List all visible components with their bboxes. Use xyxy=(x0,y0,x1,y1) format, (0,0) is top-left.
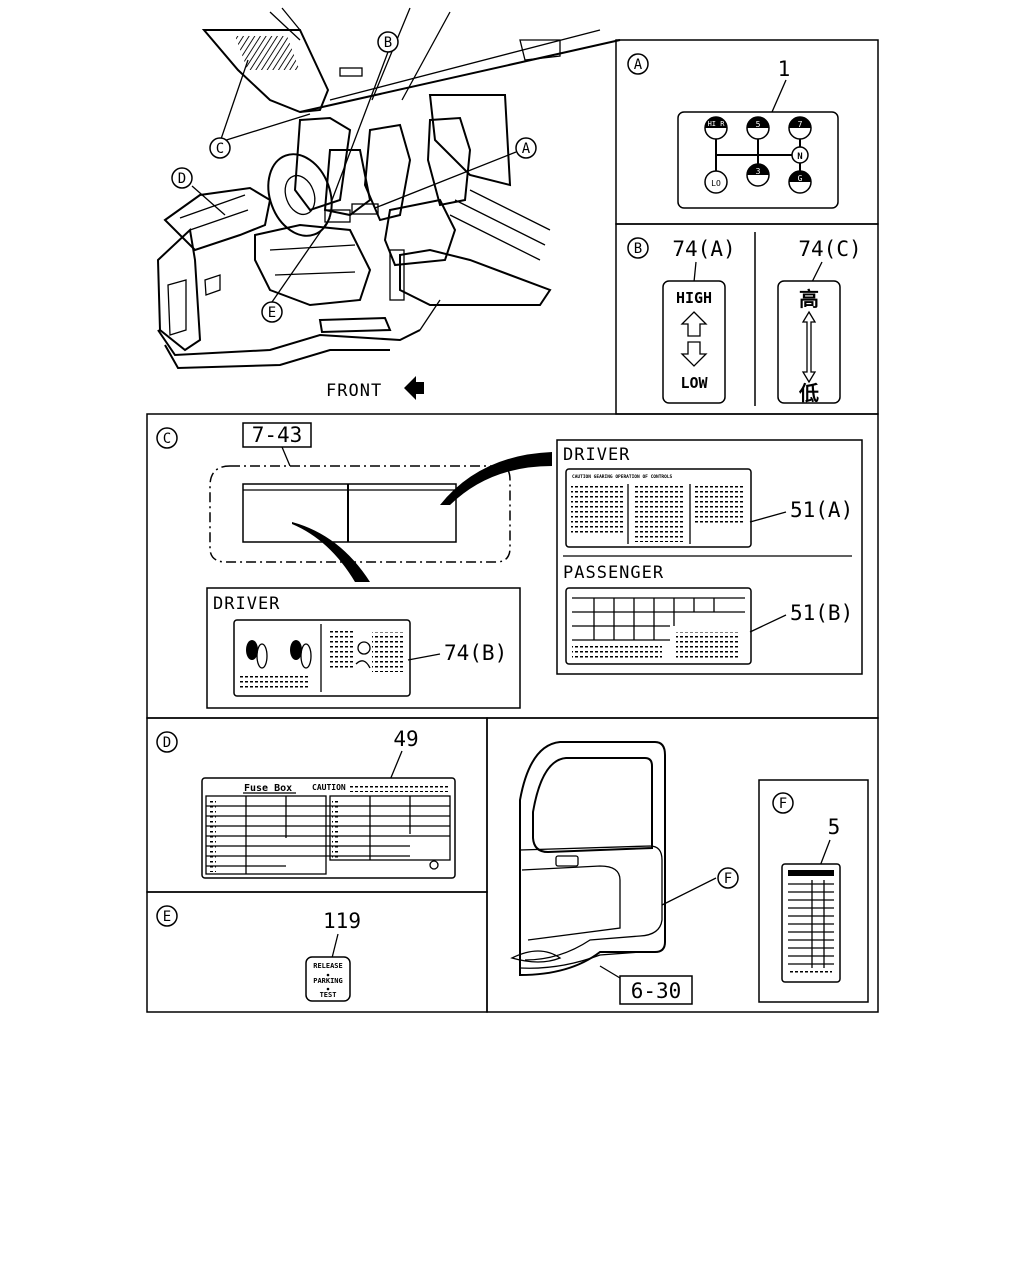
part-number-74c: 74(C) xyxy=(798,237,861,261)
part-number-51a: 51(A) xyxy=(790,498,853,522)
svg-text:A: A xyxy=(634,57,643,73)
panel-c: C 7-43 DRIVER CAUTION GEARING OPERATION … xyxy=(146,413,879,719)
svg-text:低: 低 xyxy=(798,381,819,405)
sun-visor xyxy=(242,483,457,543)
part-number-51b: 51(B) xyxy=(790,601,853,625)
callout-b-overview: B xyxy=(377,31,399,53)
svg-text:C: C xyxy=(163,431,171,447)
ref-6-30: 6-30 xyxy=(631,979,682,1003)
svg-text:A: A xyxy=(522,141,531,157)
fuse-box-label xyxy=(201,777,456,879)
panel-door: F 6-30 xyxy=(486,717,879,1013)
svg-text:LO: LO xyxy=(711,179,721,188)
part-number-119: 119 xyxy=(323,909,361,933)
svg-text:PARKING: PARKING xyxy=(313,977,343,985)
seatbelt-figure-icons xyxy=(246,640,312,669)
svg-text:B: B xyxy=(384,35,392,51)
cab-interior-illustration xyxy=(156,7,621,370)
svg-text:N: N xyxy=(797,152,802,162)
svg-text:HI R: HI R xyxy=(708,120,726,128)
part-number-49: 49 xyxy=(393,727,418,751)
svg-text:CAUTION: CAUTION xyxy=(312,783,346,792)
svg-text:LOW: LOW xyxy=(680,374,708,392)
svg-text:高: 高 xyxy=(799,287,819,311)
svg-text:E: E xyxy=(268,305,276,321)
svg-text:F: F xyxy=(724,871,732,887)
callout-d-overview: D xyxy=(171,167,193,189)
panel-a: A 1 HI R LO 5 3 7 N G xyxy=(615,39,879,225)
svg-text:5: 5 xyxy=(756,120,761,129)
callout-a-overview: A xyxy=(515,137,537,159)
svg-text:PASSENGER: PASSENGER xyxy=(563,563,664,583)
svg-text:RELEASE: RELEASE xyxy=(313,962,343,970)
panel-f: F 5 xyxy=(758,779,869,1003)
door-label-5 xyxy=(781,863,841,983)
part-number-5: 5 xyxy=(828,815,841,839)
part-number-74b: 74(B) xyxy=(444,641,507,665)
svg-text:TEST: TEST xyxy=(320,991,337,999)
svg-text:Fuse Box: Fuse Box xyxy=(244,783,292,794)
ref-7-43: 7-43 xyxy=(252,423,303,447)
callout-e-overview: E xyxy=(261,301,283,323)
callout-c-overview: C xyxy=(209,137,231,159)
panel-e: E 119 RELEASE PARKING TEST xyxy=(146,891,488,1013)
svg-text:D: D xyxy=(178,171,186,187)
svg-text:DRIVER: DRIVER xyxy=(213,594,280,614)
part-number-74a: 74(A) xyxy=(672,237,735,261)
svg-text:7: 7 xyxy=(798,120,803,129)
part-number-1: 1 xyxy=(778,57,791,81)
panel-d: D 49 Fuse Box CAUTION xyxy=(146,717,488,893)
svg-text:CAUTION GEARING OPERATION OF C: CAUTION GEARING OPERATION OF CONTROLS xyxy=(572,474,673,480)
parking-brake-switch-label xyxy=(305,956,351,1002)
panel-b: B 74(A) 74(C) HIGH LOW 高 低 xyxy=(615,223,879,415)
front-arrow-icon xyxy=(404,376,424,400)
svg-text:HIGH: HIGH xyxy=(676,289,712,307)
pointer-arrow-left xyxy=(292,522,370,582)
svg-text:F: F xyxy=(779,796,787,812)
svg-text:DRIVER: DRIVER xyxy=(563,445,630,465)
pointer-arrow-right xyxy=(440,452,552,505)
svg-text:E: E xyxy=(163,909,171,925)
svg-text:G: G xyxy=(798,174,803,183)
jp-high-low-decal xyxy=(777,280,841,404)
front-label: FRONT xyxy=(326,381,382,401)
svg-text:C: C xyxy=(216,141,224,157)
svg-text:3: 3 xyxy=(756,167,761,176)
svg-text:D: D xyxy=(163,735,171,751)
svg-text:B: B xyxy=(634,241,642,257)
